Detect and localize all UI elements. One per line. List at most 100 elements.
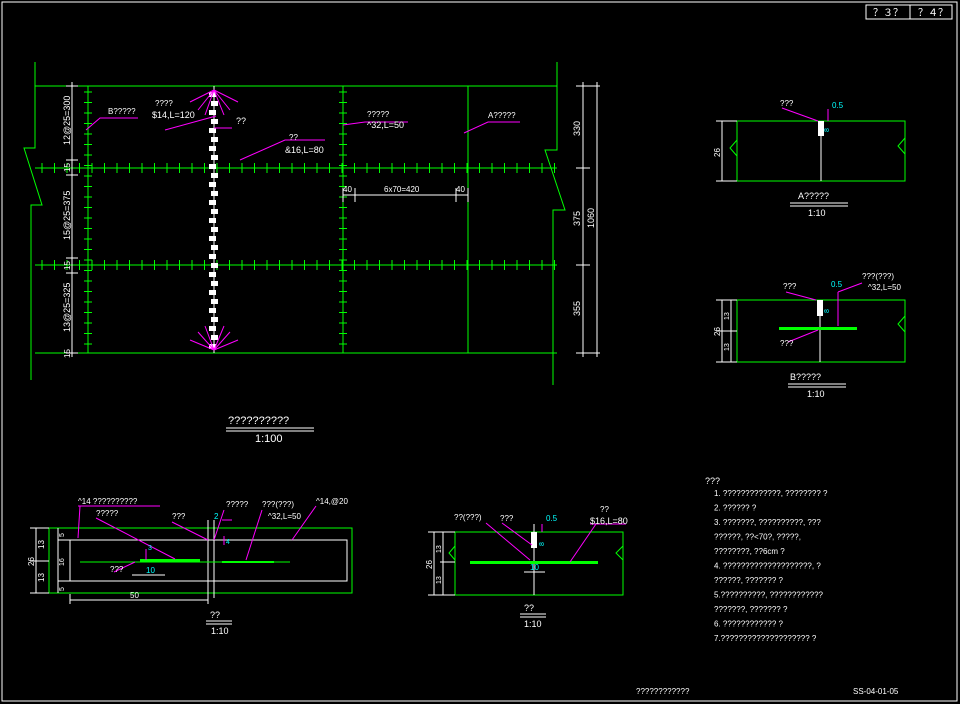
- section-left-l6: ^32,L=50: [268, 512, 301, 521]
- label-b-detail: B?????: [108, 107, 136, 116]
- detail-b-label-top1: ???: [783, 282, 797, 291]
- detail-a-caption: A?????: [798, 191, 829, 201]
- dowel-bar: [211, 101, 218, 106]
- dim-left-3: 15@25=375: [62, 191, 72, 240]
- section-left: ^14 ?????????? ????? ??? ????? ???(???) …: [27, 497, 353, 636]
- section-left-l7: ^14,@20: [316, 497, 348, 506]
- dowel-bar: [209, 164, 216, 169]
- detail-b-dim-13b: 13: [724, 343, 731, 351]
- section-left-l4: ?????: [226, 500, 249, 509]
- label-bar4-name: ?????: [367, 110, 390, 119]
- page-total: ？４？: [918, 8, 948, 19]
- detail-b-label-spec: ^32,L=50: [868, 283, 901, 292]
- dim-right-1060: 1060: [586, 208, 596, 228]
- section-left-d4: 4: [226, 539, 230, 546]
- section-mid-l4: ??: [600, 505, 609, 514]
- detail-b-dim-side: 26: [713, 327, 722, 336]
- dowel-bar: [209, 110, 216, 115]
- detail-b-dim-13a: 13: [724, 312, 731, 320]
- detail-a-scale: 1:10: [808, 208, 826, 218]
- section-left-d10: 10: [146, 566, 155, 575]
- plan-view: 40 6x70=420 40 B????? ???? $14,L=120 ?? …: [23, 62, 600, 445]
- section-left-l3: ???: [172, 512, 186, 521]
- dowel-bar: [209, 308, 216, 313]
- dowel-bar: [211, 263, 218, 268]
- dim-6x70: 6x70=420: [384, 185, 420, 194]
- section-left-l1: ^14 ??????????: [78, 497, 138, 506]
- detail-a-label-top: ???: [780, 99, 794, 108]
- detail-b-scale: 1:10: [807, 389, 825, 399]
- label-bar2: ??: [236, 116, 246, 126]
- notes-heading: ???: [705, 476, 720, 486]
- label-bar4-spec: ^32,L=50: [367, 120, 404, 130]
- section-left-d50: 50: [130, 591, 139, 600]
- dowel-bar: [209, 254, 216, 259]
- dim-left-6: 15: [63, 349, 72, 358]
- section-mid-l1: ??(???): [454, 513, 482, 522]
- section-mid-d8: 8: [539, 542, 546, 546]
- section-left-l5: ???(???): [262, 500, 294, 509]
- dowel-bar: [211, 137, 218, 142]
- label-bar3-name: ??: [289, 133, 298, 142]
- plan-scale: 1:100: [255, 433, 283, 445]
- detail-a-dim-gap: 0.5: [832, 101, 844, 110]
- dowel-bar: [211, 173, 218, 178]
- dowel-bar: [209, 272, 216, 277]
- detail-a-dim-h: 8: [824, 128, 831, 132]
- section-left-d3: 3: [148, 545, 152, 552]
- dowel-bar: [209, 200, 216, 205]
- note-line: 6. ???????????? ?: [714, 620, 784, 629]
- dowel-bar: [211, 209, 218, 214]
- note-line: 2. ?????? ?: [714, 504, 757, 513]
- section-left-d5a: 5: [59, 533, 66, 537]
- label-bar1-spec: $14,L=120: [152, 110, 195, 120]
- dim-left-5: 13@25=325: [62, 283, 72, 332]
- note-line: 1. ?????????????, ???????? ?: [714, 489, 828, 498]
- dim-right-330: 330: [572, 121, 582, 136]
- section-mid-caption: ??: [524, 603, 534, 613]
- detail-b-dim-h: 8: [824, 309, 831, 313]
- note-line: 3. ???????, ??????????, ???: [714, 518, 821, 527]
- section-mid-l5: $16,L=80: [590, 516, 628, 526]
- section-left-d2: 2: [214, 512, 219, 521]
- detail-b-label-bottom: ???: [780, 339, 794, 348]
- note-line: 4. ????????????????????, ?: [714, 562, 821, 571]
- dowel-bar: [209, 182, 216, 187]
- page-current: ？３？: [873, 8, 903, 19]
- note-line: ????????, ??6cm ?: [714, 547, 785, 556]
- section-left-l2: ?????: [96, 509, 119, 518]
- dim-left-1: 12@25=300: [62, 96, 72, 145]
- label-bar3-spec: &16,L=80: [285, 145, 324, 155]
- title-block: ？３？ ？４？: [865, 4, 953, 20]
- dowel-bar: [211, 335, 218, 340]
- dowel-bar: [209, 218, 216, 223]
- detail-a-dim-side: 26: [713, 148, 722, 157]
- note-line: ??????, ??<70?, ?????,: [714, 533, 801, 542]
- dowel-bar: [209, 236, 216, 241]
- dowel-bar: [209, 128, 216, 133]
- section-mid-d13b: 13: [436, 576, 443, 584]
- dowel-bar: [211, 227, 218, 232]
- section-left-d13b: 13: [37, 573, 46, 582]
- section-mid: ??(???) ??? 0.5 ?? $16,L=80 8 10 26 13 1…: [425, 505, 628, 629]
- dowel-bar: [211, 119, 218, 124]
- dowel-bar: [211, 317, 218, 322]
- break-line-left: [23, 62, 43, 380]
- drawing-title: ????????????: [636, 687, 690, 696]
- section-mid-l3: 0.5: [546, 514, 558, 523]
- dowel-bar: [211, 281, 218, 286]
- dowel-bar: [211, 155, 218, 160]
- section-left-d13a: 13: [37, 540, 46, 549]
- plan-caption: ??????????: [228, 415, 289, 427]
- section-mid-scale: 1:10: [524, 619, 542, 629]
- section-left-d26: 26: [27, 557, 36, 566]
- detail-b-label-top2: ???(???): [862, 272, 894, 281]
- dim-left-4: 15: [63, 261, 72, 270]
- dim-right-375: 375: [572, 211, 582, 226]
- detail-a: ??? 0.5 8 26 A????? 1:10: [713, 99, 906, 218]
- dowel-bar: [211, 245, 218, 250]
- section-left-d16: 16: [59, 558, 66, 566]
- dowel-bar: [209, 290, 216, 295]
- section-left-d5b: 5: [59, 587, 66, 591]
